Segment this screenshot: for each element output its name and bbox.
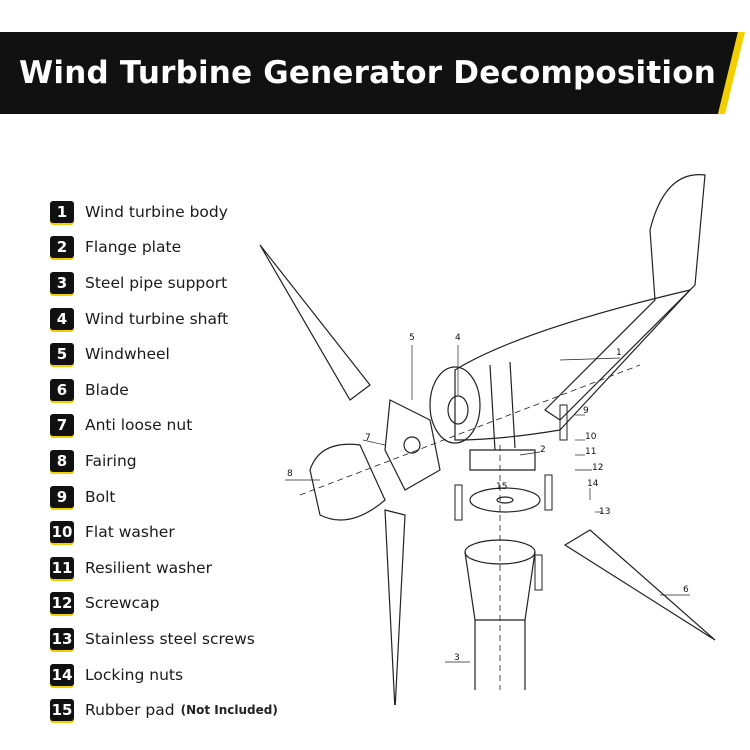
legend-item: 7 Anti loose nut (50, 408, 278, 444)
part-label: Wind turbine body (85, 202, 228, 221)
callout-15: 15 (496, 482, 507, 492)
legend-item: 4 Wind turbine shaft (50, 301, 278, 337)
legend-item: 1 Wind turbine body (50, 194, 278, 230)
blade (384, 509, 406, 705)
legend-item: 15 Rubber pad (Not Included) (50, 692, 278, 728)
callout-6: 6 (683, 585, 689, 595)
flange-plate (469, 449, 536, 471)
part-label: Fairing (85, 451, 137, 470)
part-number: 7 (50, 414, 74, 437)
part-number: 2 (50, 236, 74, 259)
blade (259, 244, 371, 401)
part-label: Blade (85, 380, 129, 399)
part-label: Anti loose nut (85, 416, 193, 435)
part-number: 1 (50, 200, 74, 223)
callout-3: 3 (454, 653, 460, 663)
callout-2: 2 (540, 445, 546, 455)
windwheel (384, 399, 441, 491)
part-number: 13 (50, 627, 74, 650)
part-number: 11 (50, 556, 74, 579)
callout-8: 8 (287, 469, 293, 479)
part-note: (Not Included) (180, 703, 278, 718)
blade (563, 529, 716, 641)
part-number: 5 (50, 343, 74, 366)
part-label: Rubber pad (85, 701, 175, 720)
legend-item: 3 Steel pipe support (50, 265, 278, 301)
part-label: Resilient washer (85, 558, 212, 577)
tail-fin (544, 174, 706, 421)
part-number: 15 (50, 699, 74, 722)
part-number: 3 (50, 271, 74, 294)
turbine-body (454, 288, 692, 441)
callout-5: 5 (409, 333, 415, 343)
callout-4: 4 (455, 333, 461, 343)
callout-10: 10 (585, 432, 597, 442)
callout-11: 11 (585, 447, 596, 457)
title-banner: Wind Turbine Generator Decomposition (0, 32, 750, 114)
legend-item: 8 Fairing (50, 443, 278, 479)
callout-14: 14 (587, 479, 599, 489)
legend-item: 13 Stainless steel screws (50, 621, 278, 657)
callout-7: 7 (365, 433, 371, 443)
legend-item: 2 Flange plate (50, 230, 278, 266)
part-number: 4 (50, 307, 74, 330)
part-number: 9 (50, 485, 74, 508)
part-label: Windwheel (85, 345, 170, 364)
part-number: 10 (50, 521, 74, 544)
part-label: Flat washer (85, 523, 175, 542)
fairing (309, 443, 386, 521)
callout-9: 9 (583, 406, 589, 416)
part-label: Wind turbine shaft (85, 309, 229, 328)
callout-1: 1 (616, 348, 622, 358)
part-label: Flange plate (85, 238, 182, 257)
exploded-diagram: 1 2 3 4 5 6 7 8 9 10 11 12 13 14 15 (259, 174, 716, 705)
part-number: 12 (50, 592, 74, 615)
part-label: Screwcap (85, 594, 160, 613)
legend-item: 5 Windwheel (50, 336, 278, 372)
part-number: 8 (50, 449, 74, 472)
part-label: Steel pipe support (85, 273, 228, 292)
parts-legend: 1 Wind turbine body 2 Flange plate 3 Steel … (50, 194, 278, 728)
legend-item: 9 Bolt (50, 479, 278, 515)
callout-12: 12 (592, 463, 603, 473)
page-title: Wind Turbine Generator Decomposition (19, 55, 716, 91)
legend-item: 12 Screwcap (50, 586, 278, 622)
legend-item: 11 Resilient washer (50, 550, 278, 586)
part-label: Stainless steel screws (85, 629, 255, 648)
legend-item: 6 Blade (50, 372, 278, 408)
callout-13: 13 (599, 507, 610, 517)
part-number: 14 (50, 663, 74, 686)
part-label: Bolt (85, 487, 116, 506)
legend-item: 14 Locking nuts (50, 657, 278, 693)
legend-item: 10 Flat washer (50, 514, 278, 550)
part-number: 6 (50, 378, 74, 401)
part-label: Locking nuts (85, 665, 184, 684)
hub-face (429, 366, 481, 444)
banner-shape (0, 32, 745, 114)
